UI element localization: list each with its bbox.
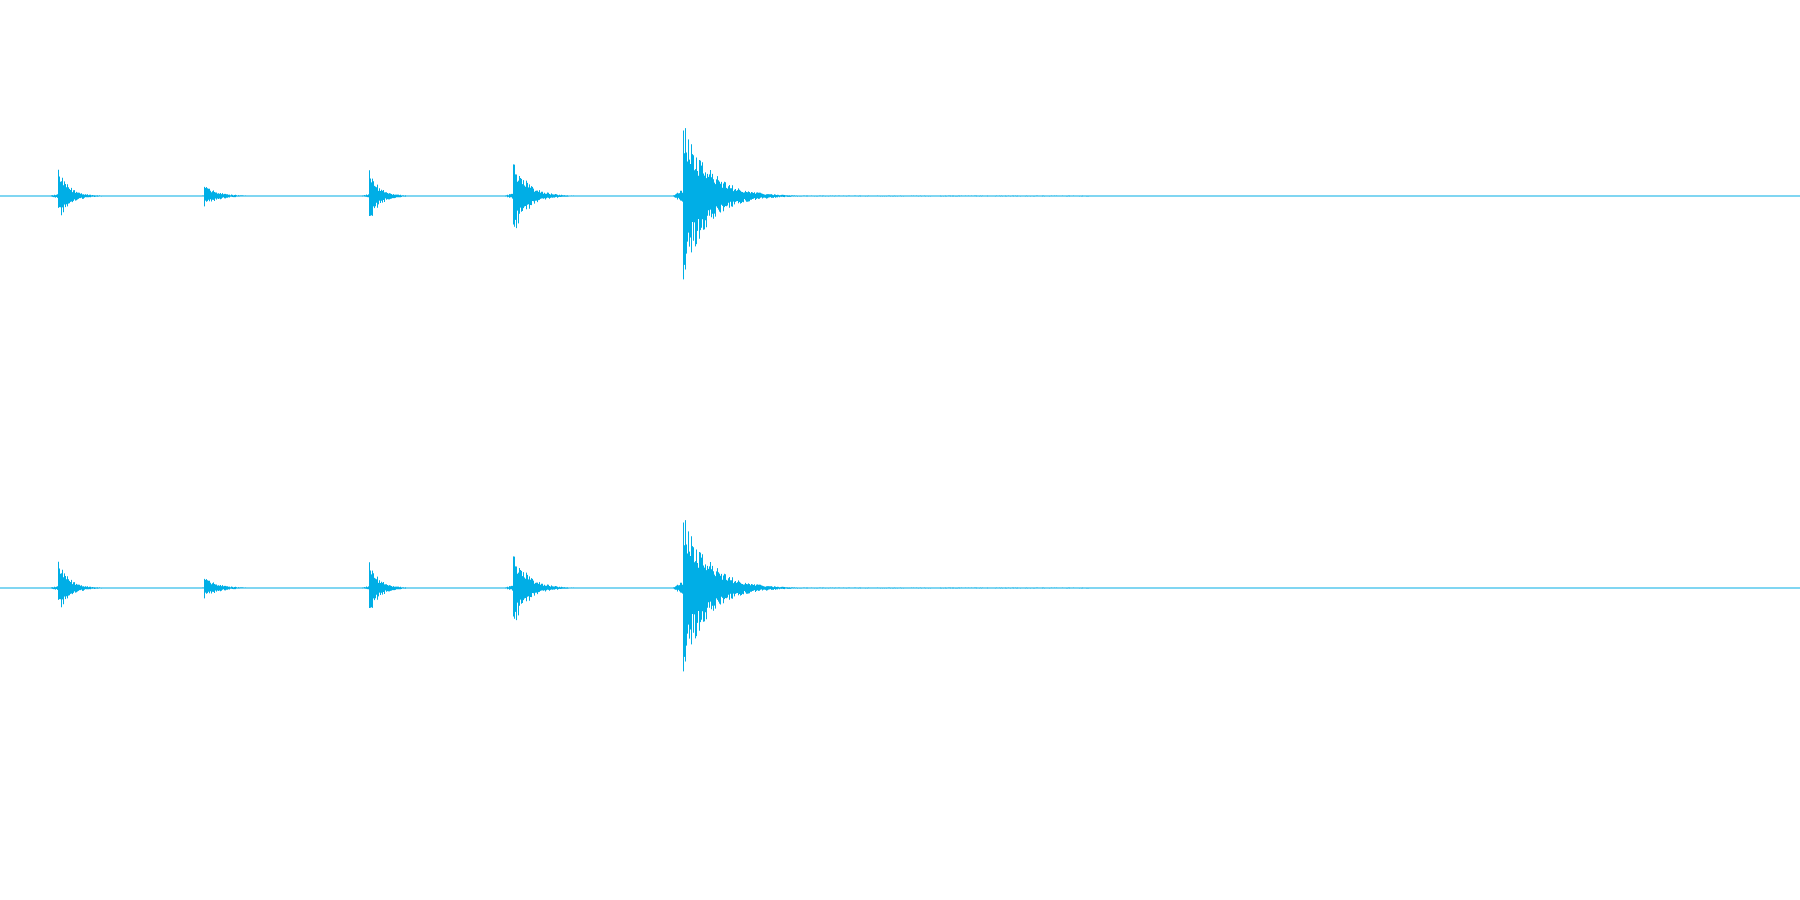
- left-waveform-path: [49, 128, 1089, 280]
- right-waveform-svg: [0, 520, 1800, 672]
- right-waveform-path: [49, 520, 1089, 672]
- channel-right-waveform: [0, 392, 1800, 784]
- channel-left-waveform: [0, 0, 1800, 392]
- left-waveform-svg: [0, 128, 1800, 280]
